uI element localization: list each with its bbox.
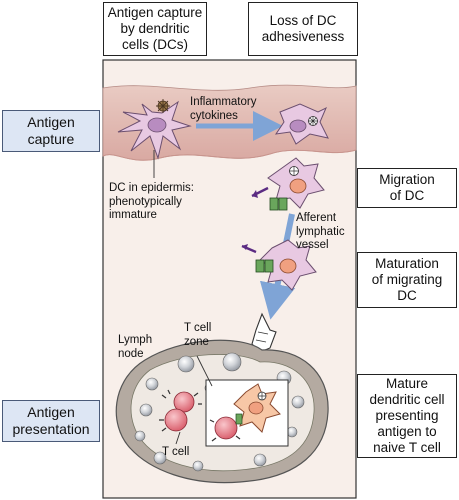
immature-dc-nucleus bbox=[147, 117, 167, 133]
migrating-dc-1-nucleus bbox=[289, 178, 307, 194]
box-maturation: Maturation of migrating DC bbox=[357, 252, 457, 308]
activated-dc-antigen bbox=[308, 116, 318, 126]
mature-dc-antigen bbox=[257, 391, 267, 401]
label-t-cell: T cell bbox=[162, 446, 190, 458]
tcr-receptors bbox=[209, 413, 243, 442]
activated-dc-nucleus bbox=[289, 119, 307, 133]
label-antigen-presentation: Antigen presentation bbox=[2, 400, 100, 442]
naive-t-cell bbox=[214, 416, 238, 440]
migrating-dc-1-antigen bbox=[289, 166, 299, 176]
label-inflammatory-cytokines: Inflammatory cytokines bbox=[190, 96, 257, 122]
label-lymph-node: Lymph node bbox=[118, 334, 153, 360]
label-dc-epidermis: DC in epidermis: phenotypically immature bbox=[109, 182, 194, 221]
label-afferent-vessel: Afferent lymphatic vessel bbox=[296, 212, 345, 251]
box-antigen-capture: Antigen capture by dendritic cells (DCs) bbox=[103, 2, 207, 56]
label-t-cell-zone: T cell zone bbox=[184, 322, 212, 348]
box-mature-dc: Mature dendritic cell presenting antigen… bbox=[357, 374, 457, 458]
antigen-particle bbox=[156, 99, 170, 113]
label-antigen-capture: Antigen capture bbox=[2, 110, 100, 152]
follicle-balls bbox=[134, 352, 305, 472]
migrating-dc-2-receptor bbox=[255, 259, 274, 273]
migrating-dc-1-receptor bbox=[269, 197, 288, 211]
t-zone-pointer bbox=[196, 355, 213, 387]
t-cells-outer bbox=[159, 389, 202, 432]
t-cell-pointer bbox=[175, 431, 181, 445]
migrating-dc-2-nucleus bbox=[279, 258, 297, 274]
box-migration: Migration of DC bbox=[357, 168, 457, 208]
mature-dc-nucleus bbox=[248, 401, 264, 415]
dermis-border bbox=[102, 149, 357, 161]
box-loss-adhesiveness: Loss of DC adhesiveness bbox=[248, 2, 358, 56]
